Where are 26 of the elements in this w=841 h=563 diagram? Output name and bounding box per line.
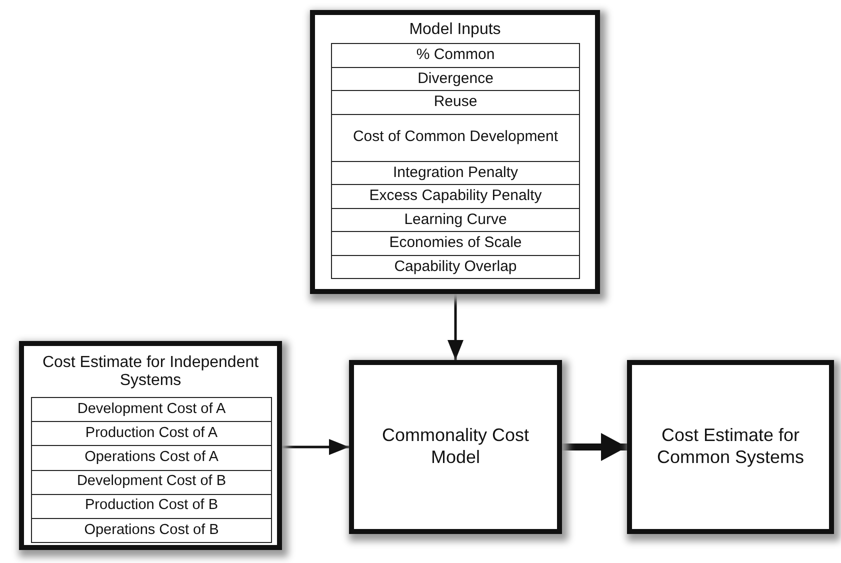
table-row: Learning Curve xyxy=(331,208,580,232)
process-box xyxy=(627,360,834,534)
arrow xyxy=(448,294,464,360)
box-heading: Model Inputs xyxy=(408,21,502,40)
arrow xyxy=(282,439,349,455)
table-row: % Common xyxy=(331,43,580,68)
process-box xyxy=(19,341,282,550)
box-heading: Cost Estimate for Independent Systems xyxy=(41,354,260,391)
table-row: Operations Cost of B xyxy=(31,518,272,544)
box-label: Commonality Cost Model xyxy=(380,425,530,469)
table-row: Production Cost of A xyxy=(31,421,272,446)
table-row: Development Cost of B xyxy=(31,470,272,495)
table-row: Development Cost of A xyxy=(31,397,272,422)
table-row: Divergence xyxy=(331,66,580,91)
table-row: Integration Penalty xyxy=(331,160,580,185)
table-row: Reuse xyxy=(331,90,580,114)
box-label: Cost Estimate for Common Systems xyxy=(656,425,806,469)
process-box xyxy=(310,10,600,294)
table-row: Production Cost of B xyxy=(31,494,272,519)
table-row: Capability Overlap xyxy=(331,254,580,279)
arrow xyxy=(562,433,627,461)
table-row: Economies of Scale xyxy=(331,231,580,256)
table-row: Excess Capability Penalty xyxy=(331,184,580,208)
table-row: Operations Cost of A xyxy=(31,445,272,471)
process-box xyxy=(349,360,562,534)
table-row: Cost of Common Development xyxy=(331,114,580,162)
